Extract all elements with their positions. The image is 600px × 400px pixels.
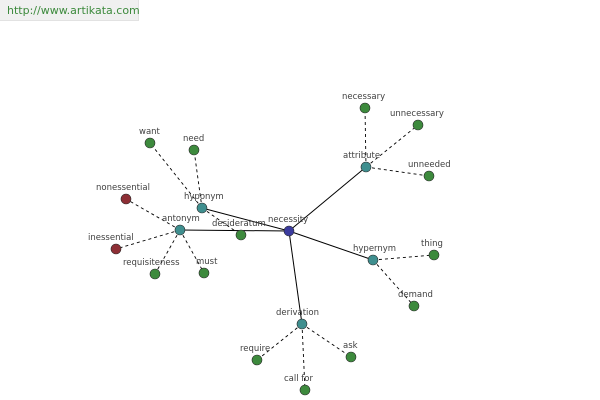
edge-hypernym-demand [372,259,415,307]
edge-hyponym-desideratum [201,207,242,236]
label-word-ask: ask [343,341,358,351]
edge-hyponym-need [193,149,203,209]
edge-antonym-requisiteness [154,229,181,275]
label-relation-derivation: derivation [276,308,319,318]
label-word-thing: thing [421,239,443,249]
label-word-nonessential: nonessential [96,183,150,193]
label-word-require: require [240,344,270,354]
graph-labels: necessity hyponym want need desideratum anton… [88,92,451,384]
label-word-want: want [139,127,161,137]
node-word-require[interactable] [251,354,263,366]
node-word-unneeded[interactable] [423,170,435,182]
node-word-unnecessary[interactable] [412,119,424,131]
label-word-call-for: call for [284,374,314,384]
graph-nodes [110,102,440,396]
edge-antonym-inessential [115,229,181,250]
edge-derivation-ask [301,323,352,358]
node-word-demand[interactable] [408,300,420,312]
label-relation-hyponym: hyponym [184,192,224,202]
node-relation-antonym[interactable] [174,224,186,236]
label-word-unneeded: unneeded [408,160,451,170]
edge-necessity-derivation [288,230,303,325]
graph-edges [115,107,435,391]
node-word-nonessential[interactable] [120,193,132,205]
node-relation-hypernym[interactable] [367,254,379,266]
label-relation-attribute: attribute [343,151,380,161]
edge-necessity-antonym [179,229,290,232]
label-word-demand: demand [398,290,433,300]
edge-antonym-nonessential [125,198,181,231]
label-necessity: necessity [268,215,308,225]
edge-necessity-hypernym [288,230,374,261]
node-word-want[interactable] [144,137,156,149]
node-word-must[interactable] [198,267,210,279]
edge-attribute-unneeded [365,166,430,177]
edge-derivation-call-for [301,323,306,391]
label-word-must: must [196,257,218,267]
label-word-necessary: necessary [342,92,385,102]
edge-antonym-must [179,229,205,274]
node-word-need[interactable] [188,144,200,156]
edge-necessity-attribute [288,166,367,232]
node-relation-derivation[interactable] [296,318,308,330]
edge-attribute-unnecessary [365,124,419,168]
edge-attribute-necessary [364,107,367,168]
label-relation-hypernym: hypernym [353,244,396,254]
label-relation-antonym: antonym [162,214,200,224]
node-necessity[interactable] [283,225,295,237]
label-word-need: need [183,134,204,144]
node-word-necessary[interactable] [359,102,371,114]
label-word-unnecessary: unnecessary [390,109,444,119]
label-word-requisiteness: requisiteness [123,258,180,268]
url-banner: http://www.artikata.com [0,0,140,21]
node-word-requisiteness[interactable] [149,268,161,280]
node-word-call-for[interactable] [299,384,311,396]
node-word-desideratum[interactable] [235,229,247,241]
node-relation-hyponym[interactable] [196,202,208,214]
node-word-thing[interactable] [428,249,440,261]
edge-necessity-hyponym [201,207,290,232]
edge-hypernym-thing [372,254,435,261]
label-word-inessential: inessential [88,233,134,243]
edge-derivation-require [256,323,303,361]
label-word-desideratum: desideratum [212,219,266,229]
node-word-ask[interactable] [345,351,357,363]
node-word-inessential[interactable] [110,243,122,255]
node-relation-attribute[interactable] [360,161,372,173]
edge-hyponym-want [149,142,203,209]
site-url-link[interactable]: http://www.artikata.com [7,4,140,17]
